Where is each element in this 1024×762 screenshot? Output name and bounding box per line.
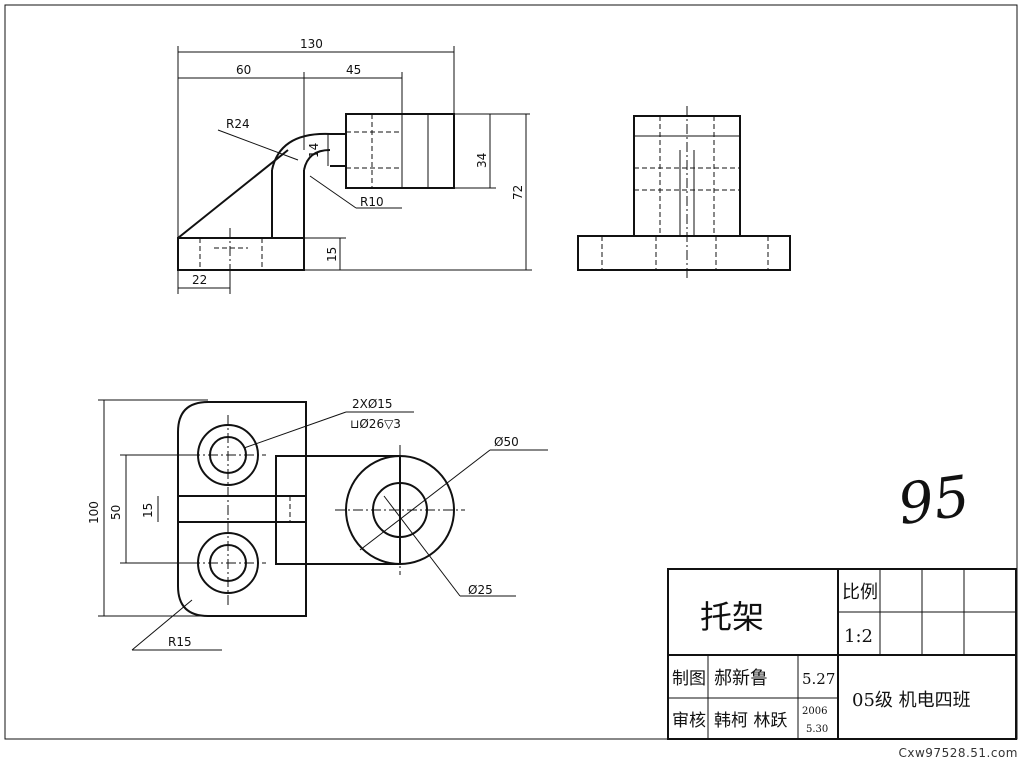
top-view: 100 50 15 2XØ15 ⊔Ø26▽3 Ø50 Ø25 R15: [87, 397, 548, 651]
tb-scale-value: 1:2: [844, 626, 873, 647]
dim-phi50-leader: [359, 449, 491, 551]
top-base-outline: [177, 401, 307, 617]
dim-15-label: 15: [325, 247, 339, 262]
tb-drawn-name: 郝新鲁: [714, 668, 768, 689]
tb-checked-year: 2006: [802, 706, 827, 717]
drawing-frame: [4, 4, 1018, 740]
front-web-curve: [271, 132, 331, 171]
dim-r10-leader: [309, 175, 357, 209]
dim-100-label: 100: [87, 501, 101, 524]
dim-r24-label: R24: [226, 117, 250, 131]
dim-phi25-leader: [383, 495, 461, 597]
front-base: [177, 237, 305, 271]
tb-checked-label: 审核: [672, 711, 706, 731]
dim-holes-label: 2XØ15: [352, 397, 393, 411]
tb-scale-label: 比例: [842, 582, 878, 603]
dim-r15-label: R15: [168, 635, 192, 649]
dim-60-label: 60: [236, 63, 251, 77]
front-rib: [177, 149, 289, 239]
tb-checked-date: 5.30: [806, 724, 828, 735]
tb-drawn-label: 制图: [672, 669, 706, 689]
tb-checked-name: 韩柯 林跃: [714, 711, 787, 731]
front-view: 130 60 45 R24 14 R10 34 72 15 22: [177, 37, 532, 294]
side-base: [577, 235, 791, 271]
dim-14-label: 14: [307, 143, 321, 158]
dim-50-label: 50: [109, 505, 123, 520]
dim-22-label: 22: [192, 273, 207, 287]
dim-45-label: 45: [346, 63, 361, 77]
dim-r15-leader: [131, 599, 193, 651]
dim-15b-label: 15: [141, 503, 155, 518]
dim-holes-leader: [243, 411, 347, 449]
tb-part-name: 托架: [700, 598, 764, 636]
tb-drawn-date: 5.27: [802, 670, 835, 688]
dim-130-label: 130: [300, 37, 323, 51]
front-boss: [345, 113, 455, 189]
dim-phi25-label: Ø25: [468, 583, 493, 597]
watermark-text: Cxw97528.51.com: [898, 746, 1018, 760]
dim-counterbore-label: ⊔Ø26▽3: [350, 417, 401, 431]
front-web-curve-inner: [303, 149, 331, 171]
dim-phi50-label: Ø50: [494, 435, 519, 449]
tb-class-name: 05级 机电四班: [852, 690, 971, 711]
title-block: 托架 比例 1:2 制图 郝新鲁 5.27 审核 韩柯 林跃 2006 5.30…: [667, 568, 1017, 740]
side-view: [577, 106, 791, 280]
dim-r24-leader: [217, 129, 299, 161]
dim-34-label: 34: [475, 153, 489, 168]
top-arm: [275, 455, 401, 565]
dim-r10-label: R10: [360, 195, 384, 209]
dim-72-label: 72: [511, 185, 525, 200]
grade-mark: 95: [894, 464, 974, 538]
top-boss-outer: [345, 455, 455, 565]
